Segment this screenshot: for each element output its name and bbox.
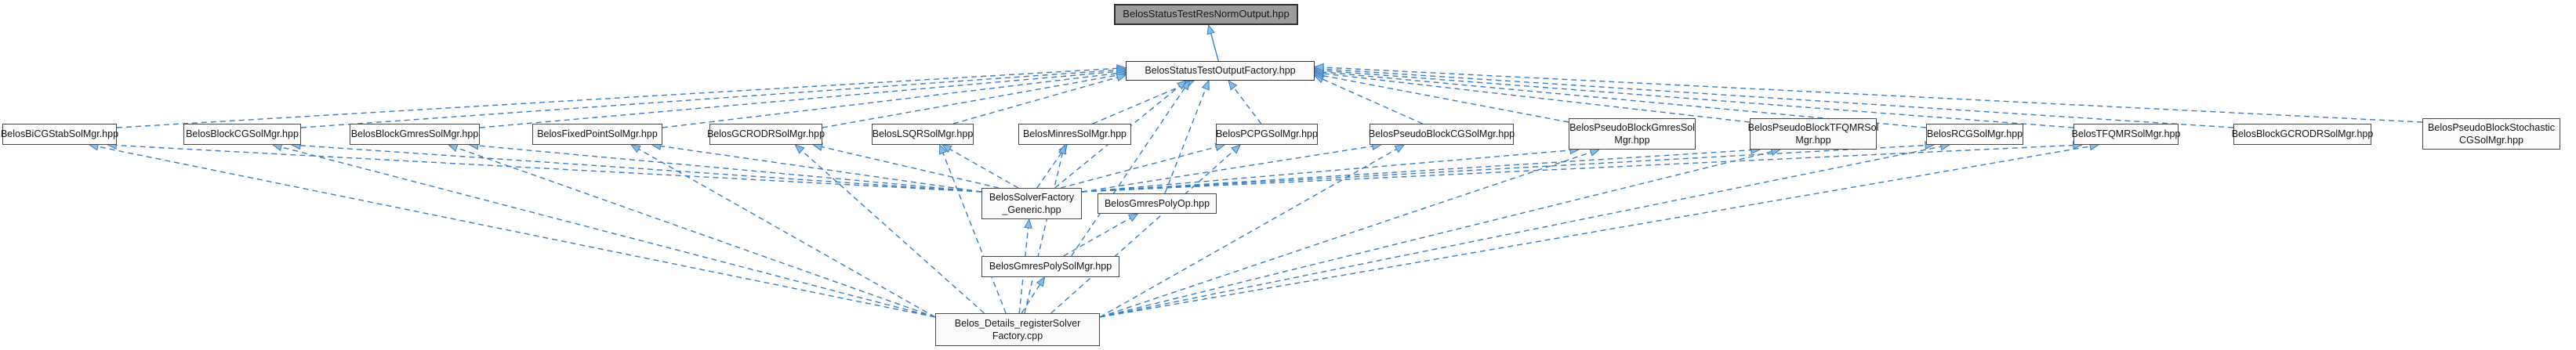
node-label: BelosPseudoBlockCGSolMgr.hpp (1368, 128, 1515, 140)
node-belos-gcrodr-solmgr[interactable]: BelosGCRODRSolMgr.hpp (706, 124, 825, 145)
node-belos-pseudo-block-cg-solmgr[interactable]: BelosPseudoBlockCGSolMgr.hpp (1368, 124, 1515, 145)
node-label: BelosTFQMRSolMgr.hpp (2071, 128, 2181, 140)
node-label: BelosLSQRSolMgr.hpp (872, 128, 974, 140)
node-belos-rcg-solmgr[interactable]: BelosRCGSolMgr.hpp (1926, 124, 2023, 145)
node-belos-block-gcrodr-solmgr[interactable]: BelosBlockGCRODRSolMgr.hpp (2231, 124, 2374, 145)
node-belos-fixed-point-solmgr[interactable]: BelosFixedPointSolMgr.hpp (532, 124, 662, 145)
node-belos-details-register-solver-factory[interactable]: Belos_Details_registerSolver Factory.cpp (935, 313, 1100, 346)
node-label: BelosBlockCGSolMgr.hpp (186, 128, 299, 140)
node-label: BelosPseudoBlockGmresSol (1569, 121, 1695, 133)
node-belos-pseudo-block-tfqmr-solmgr[interactable]: BelosPseudoBlockTFQMRSol Mgr.hpp (1747, 118, 1879, 150)
node-label: BelosMinresSolMgr.hpp (1022, 128, 1127, 140)
node-label: BelosPCPGSolMgr.hpp (1216, 128, 1318, 140)
node-label: BelosStatusTestOutputFactory.hpp (1145, 65, 1296, 77)
node-label-line2: _Generic.hpp (1002, 204, 1061, 215)
node-label-line2: CGSolMgr.hpp (2459, 135, 2523, 146)
node-label-line2: Mgr.hpp (1614, 135, 1650, 146)
node-label: Belos_Details_registerSolver (954, 317, 1081, 329)
node-belos-tfqmr-solmgr[interactable]: BelosTFQMRSolMgr.hpp (2071, 124, 2181, 145)
node-label: BelosGCRODRSolMgr.hpp (706, 128, 825, 140)
node-belos-block-cg-solmgr[interactable]: BelosBlockCGSolMgr.hpp (183, 124, 301, 145)
node-belos-block-gmres-solmgr[interactable]: BelosBlockGmresSolMgr.hpp (350, 124, 480, 145)
node-belos-solver-factory-generic[interactable]: BelosSolverFactory _Generic.hpp (981, 188, 1082, 219)
node-belos-status-test-output-factory[interactable]: BelosStatusTestOutputFactory.hpp (1126, 61, 1315, 81)
node-belos-lsqr-solmgr[interactable]: BelosLSQRSolMgr.hpp (872, 124, 974, 145)
node-belos-pcpg-solmgr[interactable]: BelosPCPGSolMgr.hpp (1216, 124, 1318, 145)
node-label: BelosPseudoBlockTFQMRSol (1747, 121, 1879, 133)
node-belos-status-test-res-norm-output[interactable]: BelosStatusTestResNormOutput.hpp (1114, 4, 1298, 25)
node-label-line2: Factory.cpp (992, 330, 1043, 341)
node-label: BelosBiCGStabSolMgr.hpp (0, 128, 119, 140)
node-belos-gmres-poly-op[interactable]: BelosGmresPolyOp.hpp (1098, 193, 1217, 214)
node-label: BelosGmresPolyOp.hpp (1104, 197, 1210, 209)
node-label: BelosRCGSolMgr.hpp (1926, 128, 2023, 140)
node-label: BelosPseudoBlockStochastic (2428, 121, 2555, 133)
node-label: BelosGmresPolySolMgr.hpp (989, 261, 1112, 272)
node-label: BelosFixedPointSolMgr.hpp (537, 128, 658, 140)
node-label: BelosBlockGmresSolMgr.hpp (350, 128, 479, 140)
node-belos-bicgstab-solmgr[interactable]: BelosBiCGStabSolMgr.hpp (0, 124, 119, 145)
node-belos-pseudo-block-stochastic-cg-solmgr[interactable]: BelosPseudoBlockStochastic CGSolMgr.hpp (2422, 118, 2560, 150)
node-belos-pseudo-block-gmres-solmgr[interactable]: BelosPseudoBlockGmresSol Mgr.hpp (1569, 118, 1696, 150)
node-label: BelosSolverFactory (989, 191, 1075, 203)
node-label: BelosBlockGCRODRSolMgr.hpp (2231, 128, 2374, 140)
node-belos-gmres-poly-solmgr[interactable]: BelosGmresPolySolMgr.hpp (981, 256, 1119, 277)
node-belos-minres-solmgr[interactable]: BelosMinresSolMgr.hpp (1018, 124, 1131, 145)
node-label: BelosStatusTestResNormOutput.hpp (1123, 8, 1290, 20)
node-label-line2: Mgr.hpp (1795, 135, 1831, 146)
